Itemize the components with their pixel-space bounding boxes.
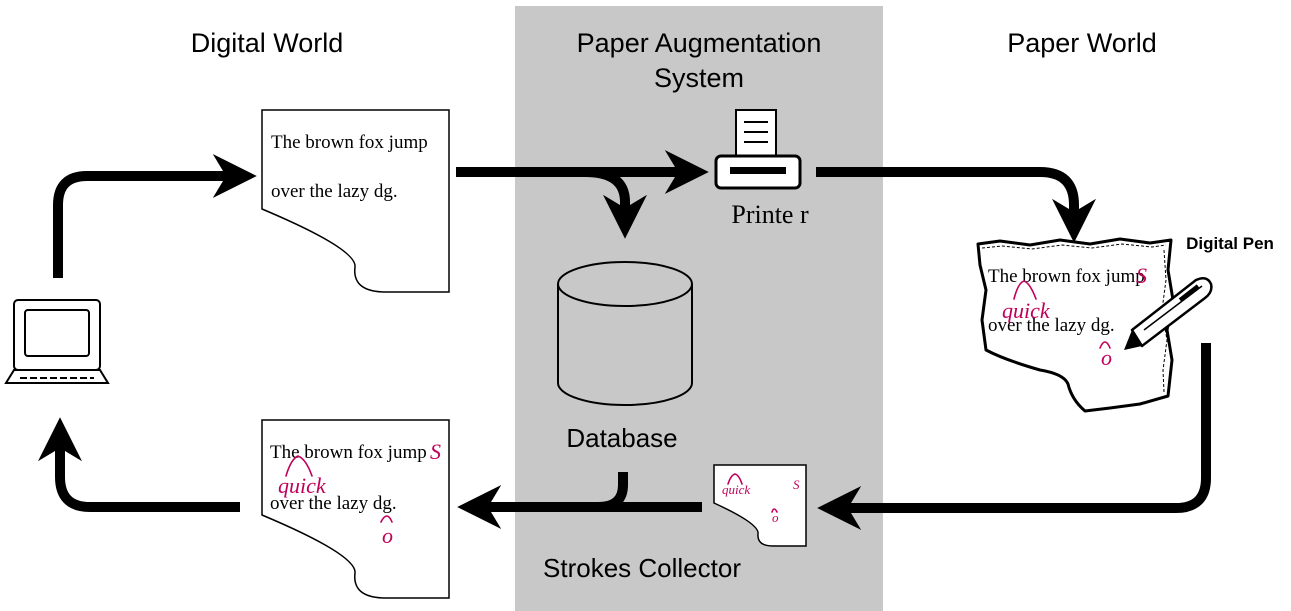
- digital-pen-icon: [1124, 276, 1213, 350]
- arrow-merged-to-digital: [37, 417, 240, 512]
- document-icon-strokes: [713, 464, 807, 547]
- arrow-printer-to-paper: [816, 167, 1097, 243]
- merged-doc-line2: over the lazy dg.: [270, 493, 397, 514]
- missing-o-printed: o: [1101, 345, 1112, 370]
- insert-word-strokes: quick: [722, 482, 750, 497]
- missing-s-strokes: S: [793, 477, 800, 492]
- insertion-caret-strokes: [727, 473, 743, 485]
- arrow-branch-to-database: [584, 167, 648, 239]
- insert-word-printed: quick: [1002, 298, 1051, 323]
- arrow-database-join: [597, 472, 628, 512]
- insertion-caret-merged: [285, 455, 313, 477]
- strokes-collector-label: Strokes Collector: [543, 553, 741, 583]
- database-icon: [557, 261, 693, 406]
- o-insertion-mark-printed: [1099, 341, 1111, 349]
- o-insertion-mark-merged: [380, 515, 393, 523]
- printed-doc-line2: over the lazy dg.: [988, 315, 1115, 336]
- missing-o-strokes: o: [772, 510, 779, 525]
- arrow-digital-to-document: [53, 153, 257, 278]
- o-insertion-mark-strokes: [771, 508, 778, 513]
- digital-world-title: Digital World: [191, 28, 344, 58]
- digital-pen-label: Digital Pen: [1186, 234, 1274, 253]
- printed-doc-line1: The brown fox jump: [988, 266, 1145, 287]
- merged-doc-line1: The brown fox jump: [270, 442, 427, 463]
- missing-s-printed: S: [1136, 263, 1147, 288]
- printer-icon: [714, 109, 802, 190]
- original-doc-line1: The brown fox jump: [271, 132, 428, 153]
- paper-world-title: Paper World: [1007, 28, 1157, 58]
- printer-label: Printe r: [731, 200, 809, 229]
- laptop-icon: [4, 299, 110, 384]
- original-doc-line2: over the lazy dg.: [271, 181, 398, 202]
- database-label: Database: [566, 423, 677, 453]
- missing-s-merged: S: [430, 439, 441, 464]
- arrow-paper-to-collector: [817, 343, 1211, 531]
- document-icon-original: [261, 109, 450, 293]
- system-title-line1: Paper Augmentation: [577, 28, 822, 58]
- insertion-caret-printed: [1013, 280, 1037, 300]
- document-icon-merged: [261, 419, 450, 599]
- system-title-line2: System: [654, 63, 744, 93]
- insert-word-merged: quick: [278, 473, 327, 498]
- missing-o-merged: o: [382, 523, 393, 548]
